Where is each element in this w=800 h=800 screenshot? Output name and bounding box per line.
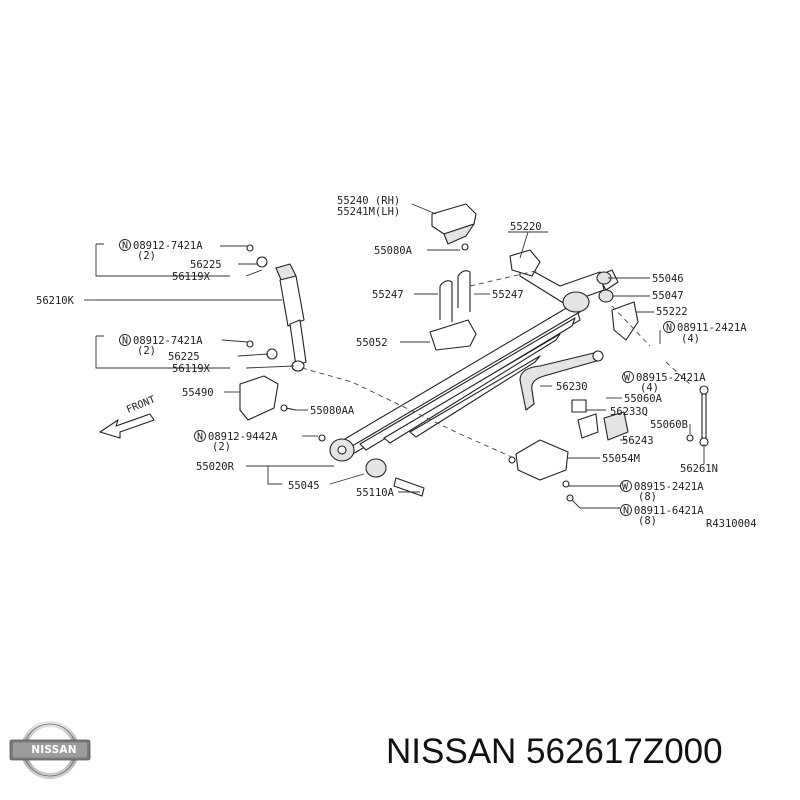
callout-08912-7421a-top: 08912-7421A (133, 240, 203, 252)
callout-prefix-w: W (622, 482, 629, 493)
callout-55020r: 55020R (196, 461, 235, 473)
part-number-title: NISSAN 562617Z000 (386, 732, 723, 771)
callout-55080aa: 55080AA (310, 405, 355, 417)
callout-56230: 56230 (556, 381, 588, 393)
callout-08912-7421a-bottom: 08912-7421A (133, 335, 203, 347)
reference-code: R4310004 (706, 518, 757, 530)
callout-qty: (4) (681, 333, 700, 345)
callout-55054m: 55054M (602, 453, 640, 465)
front-label: FRONT (125, 394, 157, 415)
callout-55110a: 55110A (356, 487, 395, 499)
front-direction-arrow: FRONT (99, 394, 157, 439)
u-bolts (439, 270, 471, 322)
leaf-spring (329, 263, 605, 462)
callout-08911-6421a: 08911-6421A (634, 505, 704, 517)
axle-centerline (301, 367, 515, 459)
callout-56119x-bottom: 56119X (172, 363, 211, 375)
bump-stopper (431, 203, 477, 251)
callout-55241m: 55241M(LH) (337, 206, 400, 218)
callout-qty: (8) (638, 491, 657, 503)
callout-55046: 55046 (652, 273, 684, 285)
callout-prefix-n: N (122, 336, 128, 347)
callout-56243: 56243 (622, 435, 654, 447)
callout-55080a: 55080A (374, 245, 413, 257)
callout-56225-top: 56225 (190, 259, 222, 271)
callout-55047: 55047 (652, 290, 684, 302)
callout-qty: (8) (638, 515, 657, 527)
callout-55220: 55220 (510, 221, 542, 233)
bushing (318, 434, 425, 497)
callout-prefix-n: N (666, 323, 672, 334)
callout-prefix-w: W (624, 373, 631, 384)
callout-55490: 55490 (182, 387, 214, 399)
callout-qty: (2) (137, 345, 156, 357)
callout-labels: 55240 (RH) 55241M(LH) 55220 55080A 55046… (36, 195, 757, 530)
callout-08915-2421a: 08915-2421A (636, 372, 706, 384)
callout-56261n: 56261N (680, 463, 718, 475)
shock-absorber (246, 244, 307, 372)
footer: NISSAN NISSAN 562617Z000 (0, 714, 800, 784)
callout-56119x-top: 56119X (172, 271, 211, 283)
callout-55052: 55052 (356, 337, 388, 349)
callout-qty: (4) (640, 382, 659, 394)
connecting-rod (686, 385, 709, 447)
callout-55240: 55240 (RH) (337, 195, 400, 207)
stabilizer-bar (519, 350, 629, 441)
leader-lines (84, 203, 705, 509)
spring-plate (508, 439, 574, 502)
callout-56225-bottom: 56225 (168, 351, 200, 363)
callout-55222: 55222 (656, 306, 688, 318)
callout-08911-2421a: 08911-2421A (677, 322, 747, 334)
spring-seat (429, 319, 477, 351)
front-bracket (239, 375, 297, 421)
callout-55060a: 55060A (624, 393, 663, 405)
brand-name: NISSAN (31, 744, 77, 756)
callout-55247-left: 55247 (372, 289, 404, 301)
callout-08912-9442a: 08912-9442A (208, 431, 278, 443)
callout-55247-right: 55247 (492, 289, 524, 301)
callout-prefix-n: N (122, 241, 128, 252)
shackle-bracket (509, 249, 639, 341)
nissan-logo: NISSAN (4, 720, 96, 780)
callout-prefix-n: N (623, 506, 629, 517)
callout-qty: (2) (137, 250, 156, 262)
callout-56233q: 56233Q (610, 406, 648, 418)
callout-55045: 55045 (288, 480, 320, 492)
callout-08915-2421a-b: 08915-2421A (634, 481, 704, 493)
callout-prefix-n: N (197, 432, 203, 443)
callout-55060b: 55060B (650, 419, 688, 431)
callout-qty: (2) (212, 441, 231, 453)
callout-56210k: 56210K (36, 295, 75, 307)
